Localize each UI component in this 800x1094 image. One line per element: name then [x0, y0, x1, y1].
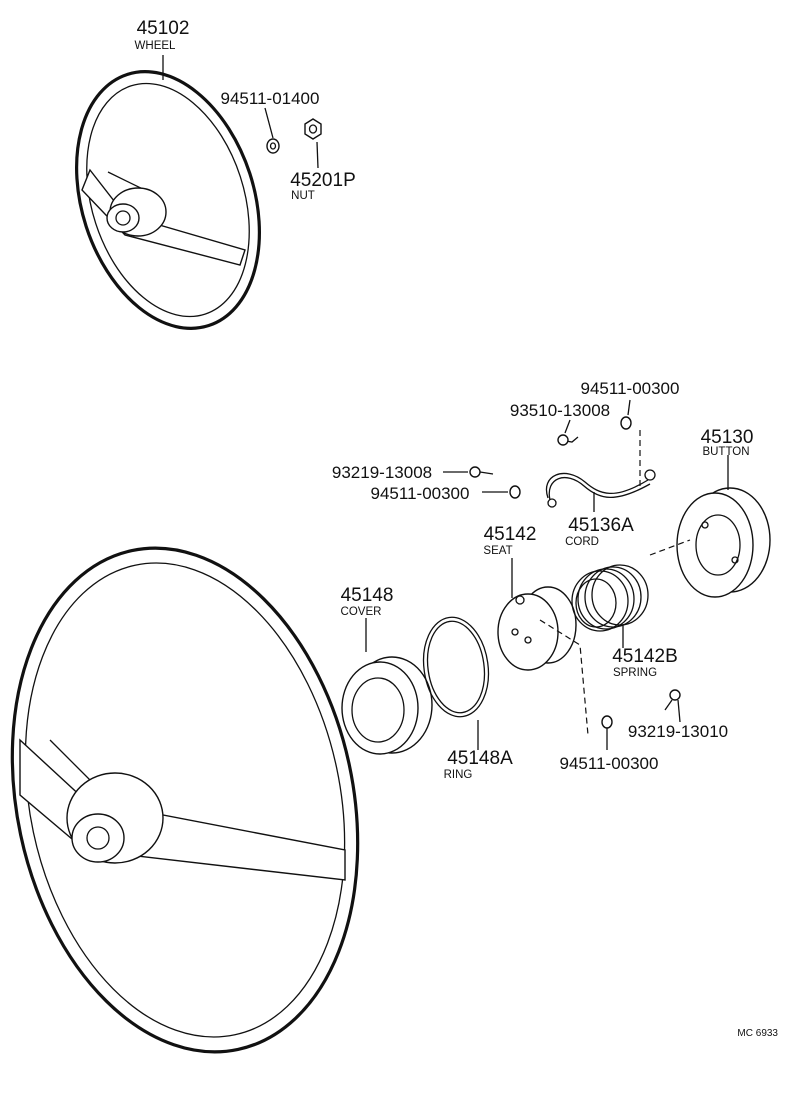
cover-45148 — [341, 656, 433, 755]
washer-94511-00300-top — [620, 416, 632, 430]
screw-93219-13010 — [664, 689, 681, 711]
part-number-94511-00300-top: 94511-00300 — [581, 379, 680, 398]
part-name-wheel: WHEEL — [135, 40, 177, 52]
lower-steering-wheel — [10, 546, 360, 1054]
part-name-spring: SPRING — [613, 667, 657, 679]
screw-93219-13008 — [469, 466, 494, 478]
part-name-button: BUTTON — [702, 446, 749, 458]
screw-93510-13008 — [557, 434, 579, 446]
part-number-94511-01400: 94511-01400 — [221, 89, 320, 108]
part-name-nut: NUT — [291, 190, 315, 202]
spring-45142b — [571, 564, 649, 632]
part-number-45201p: 45201P — [290, 170, 356, 191]
part-name-ring: RING — [444, 769, 473, 781]
washer-94511-00300-mid — [509, 485, 521, 499]
part-name-seat: SEAT — [483, 545, 512, 557]
part-number-45130: 45130 — [701, 427, 754, 448]
nut-45201p — [304, 118, 322, 140]
part-number-93510-13008: 93510-13008 — [510, 401, 610, 420]
part-number-93219-13010: 93219-13010 — [628, 722, 728, 741]
part-number-93219-13008: 93219-13008 — [332, 463, 432, 482]
part-name-cover: COVER — [341, 606, 382, 618]
diagram-code: MC 6933 — [737, 1028, 778, 1039]
part-number-45136a: 45136A — [568, 515, 634, 536]
part-number-94511-00300-low: 94511-00300 — [560, 754, 659, 773]
cord-45136a — [545, 469, 656, 508]
washer-94511-00300-low — [601, 715, 613, 729]
part-number-45102: 45102 — [137, 18, 190, 39]
part-number-45142: 45142 — [484, 524, 537, 545]
seat-45142 — [497, 586, 577, 671]
part-number-94511-00300-mid: 94511-00300 — [371, 484, 470, 503]
part-number-45148a: 45148A — [447, 748, 513, 769]
button-45130 — [676, 487, 771, 598]
part-number-45142b: 45142B — [612, 646, 678, 667]
ring-45148a — [422, 616, 490, 718]
upper-steering-wheel — [75, 70, 261, 330]
part-name-cord: CORD — [565, 536, 599, 548]
washer-94511-01400 — [266, 138, 280, 154]
part-number-45148: 45148 — [341, 585, 394, 606]
